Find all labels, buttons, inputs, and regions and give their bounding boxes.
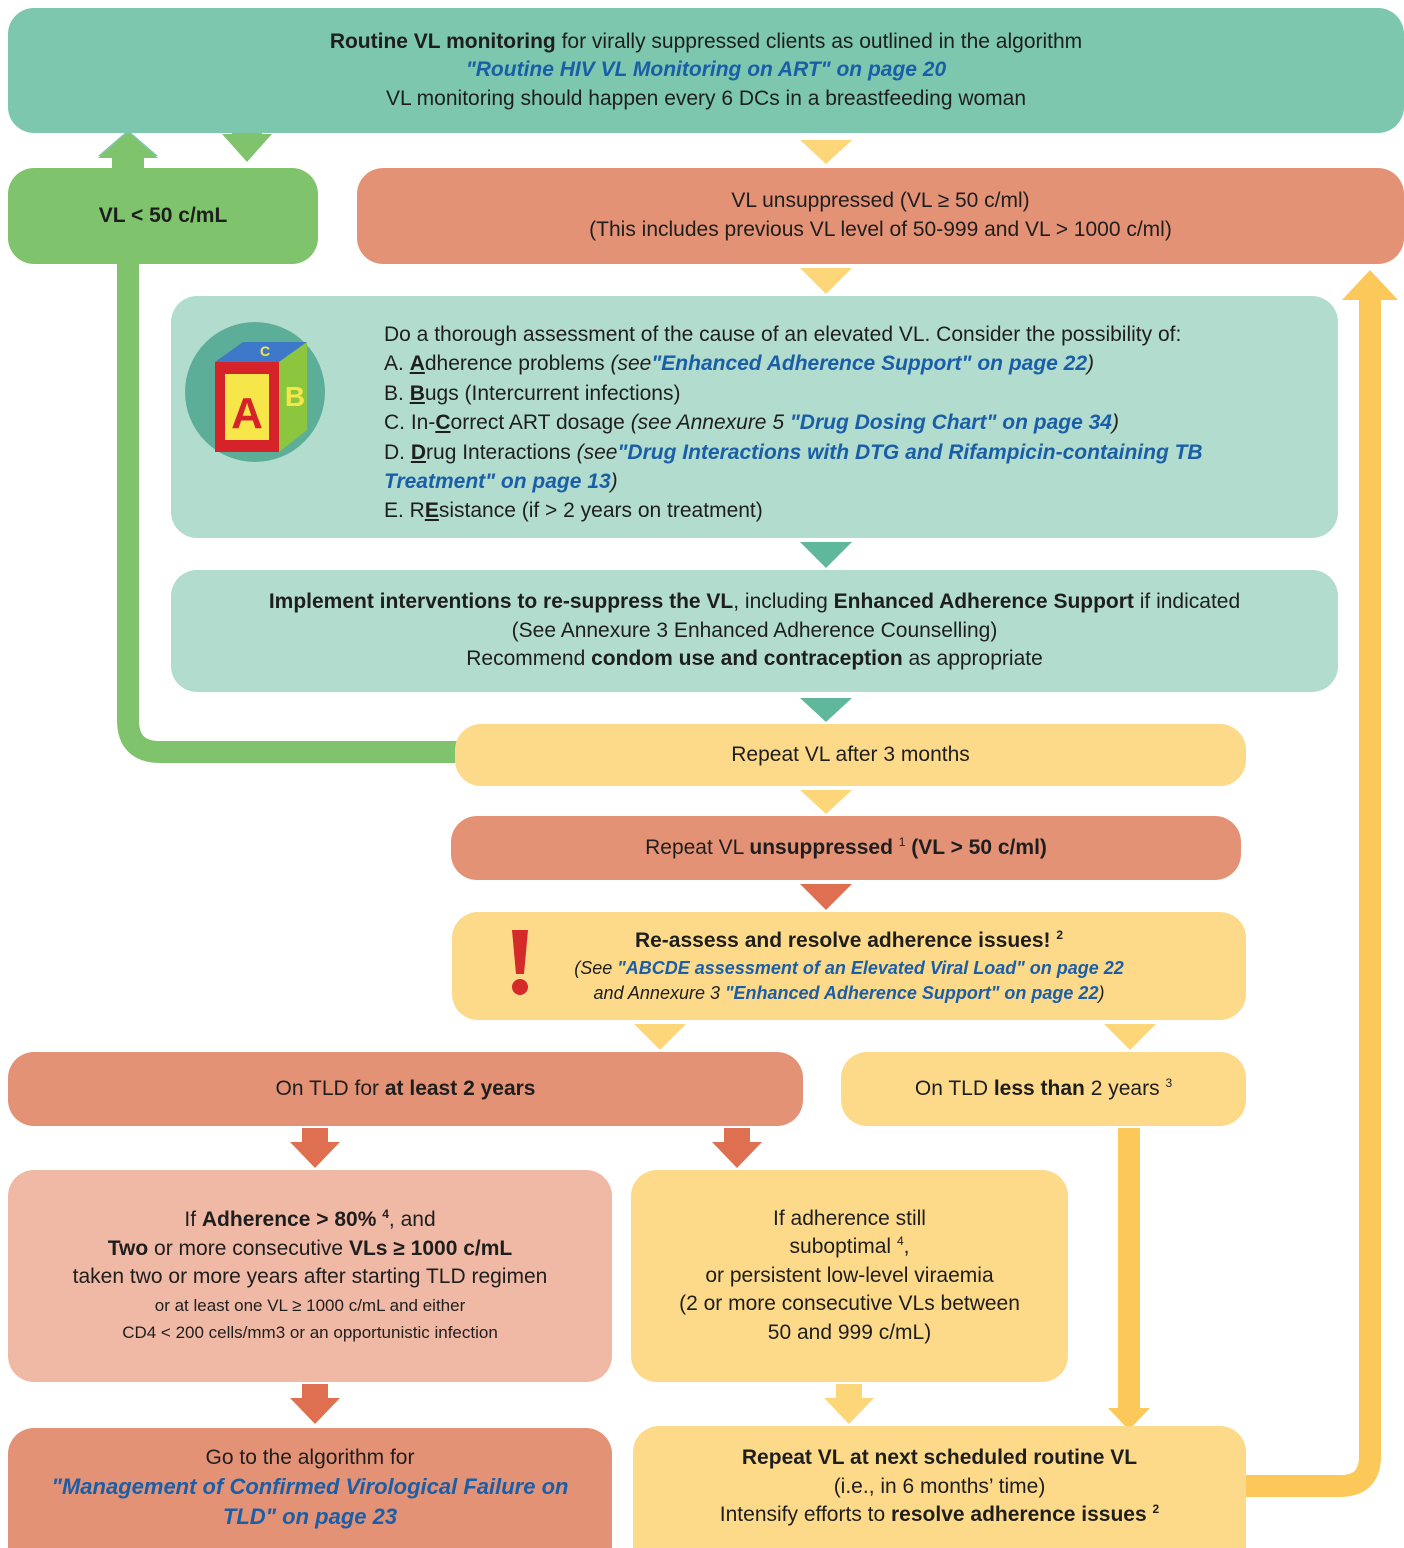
arrow-down-yellow-1 <box>800 140 852 164</box>
abc-block-icon: A B C <box>185 322 325 462</box>
vl-unsuppressed-line2: (This includes previous VL level of 50-9… <box>589 218 1172 241</box>
failure-criteria-box: If Adherence > 80% 4, and Two or more co… <box>8 1170 612 1382</box>
arrow-down-yellow-3 <box>800 790 852 814</box>
repeat-vl-3-months-label: Repeat VL after 3 months <box>731 742 970 766</box>
green-loop-connector <box>117 262 460 763</box>
routine-link[interactable]: "Routine HIV VL Monitoring on ART" on pa… <box>465 58 947 82</box>
repeat-unsuppressed-box: Repeat VL unsuppressed 1 (VL > 50 c/ml) <box>451 816 1241 880</box>
vl-suppressed-box: VL < 50 c/mL <box>8 168 318 264</box>
reassess-box: Re-assess and resolve adherence issues! … <box>452 912 1246 1020</box>
repeat-next-scheduled-box: Repeat VL at next scheduled routine VL (… <box>633 1426 1246 1548</box>
link-enhanced-adherence[interactable]: "Enhanced Adherence Support" on page 22 <box>651 352 1088 376</box>
arrow-down-salmon-1 <box>800 884 852 910</box>
assessment-list: Do a thorough assessment of the cause of… <box>384 320 1314 526</box>
tld-short-arrowhead <box>1108 1408 1150 1430</box>
link-enhanced-adherence-2[interactable]: "Enhanced Adherence Support" on page 22 <box>724 982 1099 1003</box>
assessment-item-b: B. Bugs (Intercurrent infections) <box>384 381 681 405</box>
yellow-loop-arrowhead <box>1342 270 1398 300</box>
link-virological-failure[interactable]: "Management of Confirmed Virological Fai… <box>51 1474 569 1530</box>
assessment-item-e: E. REsistance (if > 2 years on treatment… <box>384 499 763 523</box>
svg-text:A: A <box>231 389 263 438</box>
arrow-down-salmon-3 <box>712 1142 762 1168</box>
interventions-line2: (See Annexure 3 Enhanced Adherence Couns… <box>511 618 998 642</box>
link-drug-interactions[interactable]: "Drug Interactions with DTG and Rifampic… <box>384 440 1203 493</box>
routine-monitoring-box: Routine VL monitoring for virally suppre… <box>8 8 1404 133</box>
assessment-item-d: D. Drug Interactions (see"Drug Interacti… <box>384 440 1203 493</box>
vl-suppressed-label: VL < 50 c/mL <box>98 203 228 227</box>
svg-text:B: B <box>285 381 305 412</box>
assessment-item-c: C. In-Correct ART dosage (see Annexure 5… <box>384 411 1119 435</box>
assessment-box <box>171 296 1338 538</box>
assessment-item-a: A. Adherence problems (see"Enhanced Adhe… <box>384 352 1095 376</box>
link-abcde-assessment[interactable]: "ABCDE assessment of an Elevated Viral L… <box>617 957 1124 978</box>
yellow-loop-connector <box>1230 300 1381 1497</box>
tld-short-box: On TLD less than 2 years 3 <box>841 1052 1246 1126</box>
arrow-down-teal-2 <box>800 698 852 722</box>
arrow-down-yellow-6 <box>824 1398 874 1424</box>
exclamation-icon <box>512 930 528 995</box>
vl-unsuppressed-line1: VL unsuppressed (VL ≥ 50 c/ml) <box>731 189 1030 213</box>
routine-bold: Routine VL monitoring <box>329 29 556 53</box>
assessment-intro: Do a thorough assessment of the cause of… <box>384 323 1182 346</box>
tld-short-connector <box>1118 1128 1140 1410</box>
interventions-box: Implement interventions to re-suppress t… <box>171 570 1338 692</box>
arrow-down-salmon-2 <box>290 1142 340 1168</box>
routine-line3: VL monitoring should happen every 6 DCs … <box>385 86 1027 110</box>
arrow-up-green-head <box>98 132 158 158</box>
link-drug-dosing-chart[interactable]: "Drug Dosing Chart" on page 34 <box>789 411 1112 435</box>
arrow-down-teal-1 <box>800 542 852 568</box>
arrow-down-yellow-5 <box>1104 1024 1156 1050</box>
routine-rest: for virally suppressed clients as outlin… <box>555 29 1083 53</box>
vl-unsuppressed-box: VL unsuppressed (VL ≥ 50 c/ml) (This inc… <box>357 168 1404 264</box>
arrow-down-salmon-4 <box>290 1398 340 1424</box>
suboptimal-box: If adherence still suboptimal 4, or pers… <box>631 1170 1068 1382</box>
tld-long-box: On TLD for at least 2 years <box>8 1052 803 1126</box>
svg-text:C: C <box>260 343 270 359</box>
repeat-vl-3-months-box: Repeat VL after 3 months <box>455 724 1246 786</box>
arrow-down-yellow-2 <box>800 268 852 294</box>
goto-failure-box: Go to the algorithm for "Management of C… <box>8 1428 612 1548</box>
arrow-down-yellow-4 <box>634 1024 686 1050</box>
